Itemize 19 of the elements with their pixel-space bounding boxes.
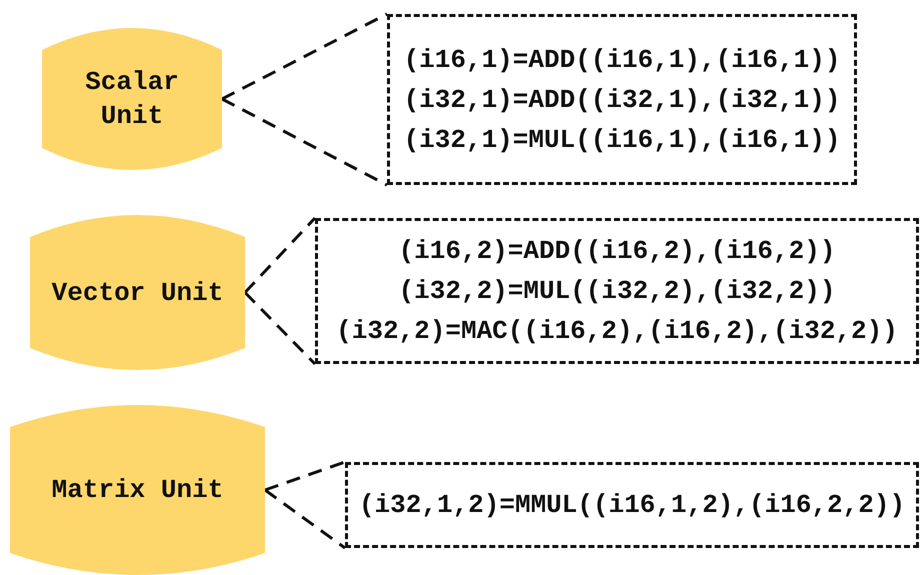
unit-label: Scalar Unit: [84, 66, 180, 133]
operation-text: (i32,2)=MAC((i16,2),(i16,2),(i32,2)): [336, 315, 898, 348]
unit-label: Matrix Unit: [50, 474, 224, 507]
operation-text: (i32,1,2)=MMUL((i16,1,2),(i16,2,2)): [358, 489, 906, 522]
dashed-connector: [264, 488, 346, 550]
unit-label: Vector Unit: [50, 276, 224, 310]
operation-text: (i16,1)=ADD((i16,1),(i16,1)): [404, 44, 840, 76]
dashed-connector: [221, 12, 388, 100]
operation-text: (i32,1)=MUL((i16,1),(i16,1)): [404, 124, 840, 156]
operation-text: (i32,1)=ADD((i32,1),(i32,1)): [404, 84, 840, 116]
dashed-connector: [244, 216, 316, 294]
operation-text: (i32,2)=MUL((i32,2),(i32,2)): [398, 275, 836, 308]
operation-box: [387, 14, 857, 185]
operation-box: [315, 218, 919, 364]
dashed-connector: [264, 460, 346, 492]
operation-box: [345, 462, 919, 548]
operation-text: (i16,2)=ADD((i16,2),(i16,2)): [398, 235, 836, 268]
dashed-connector: [221, 98, 388, 186]
dashed-connector: [244, 291, 316, 366]
